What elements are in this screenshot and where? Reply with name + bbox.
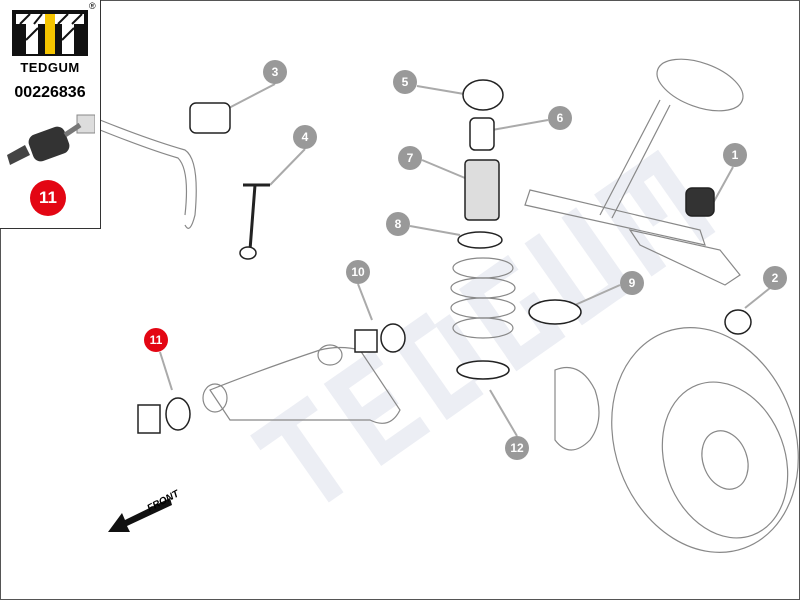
part-6-bump-stop — [469, 117, 495, 151]
callout-10[interactable]: 10 — [346, 260, 370, 284]
part-11-bracket — [137, 404, 161, 434]
callout-12[interactable]: 12 — [505, 436, 529, 460]
stabilizer-bar — [99, 119, 197, 229]
part-5-bump-stop — [462, 79, 504, 111]
callout-1[interactable]: 1 — [723, 143, 747, 167]
coil-spring — [450, 257, 516, 339]
part-9-bearing — [528, 299, 582, 325]
callout-4[interactable]: 4 — [293, 125, 317, 149]
highlighted-part-badge: 11 — [30, 180, 66, 216]
steering-rack — [524, 189, 706, 246]
callout-9[interactable]: 9 — [620, 271, 644, 295]
product-thumbnail — [7, 114, 95, 165]
part-4-link — [239, 246, 257, 260]
wheel — [611, 327, 799, 553]
leader-lines — [159, 83, 771, 437]
callout-6[interactable]: 6 — [548, 106, 572, 130]
part-8-spring-seat — [457, 231, 503, 249]
steering-wheel — [656, 58, 744, 112]
product-info-box: ® TEDGUM 00226836 11 — [0, 0, 101, 229]
callout-3[interactable]: 3 — [263, 60, 287, 84]
callout-2[interactable]: 2 — [763, 266, 787, 290]
tedgum-logo — [12, 10, 88, 56]
callout-11[interactable]: 11 — [144, 328, 168, 352]
callout-8[interactable]: 8 — [386, 212, 410, 236]
part-1-boot — [685, 187, 715, 217]
part-number: 00226836 — [14, 84, 86, 101]
brand-name: TEDGUM — [20, 60, 80, 75]
part-12-spring-seat — [456, 360, 510, 380]
part-7-dust-boot — [464, 159, 500, 221]
steering-knuckle — [554, 366, 600, 451]
part-2-joint — [724, 309, 752, 335]
part-3-bushing — [189, 102, 231, 134]
callout-5[interactable]: 5 — [393, 70, 417, 94]
part-10-bracket — [354, 329, 378, 353]
control-arm — [209, 346, 401, 424]
front-arrow-icon — [108, 498, 172, 532]
callout-7[interactable]: 7 — [398, 146, 422, 170]
registered-mark: ® — [89, 1, 96, 11]
